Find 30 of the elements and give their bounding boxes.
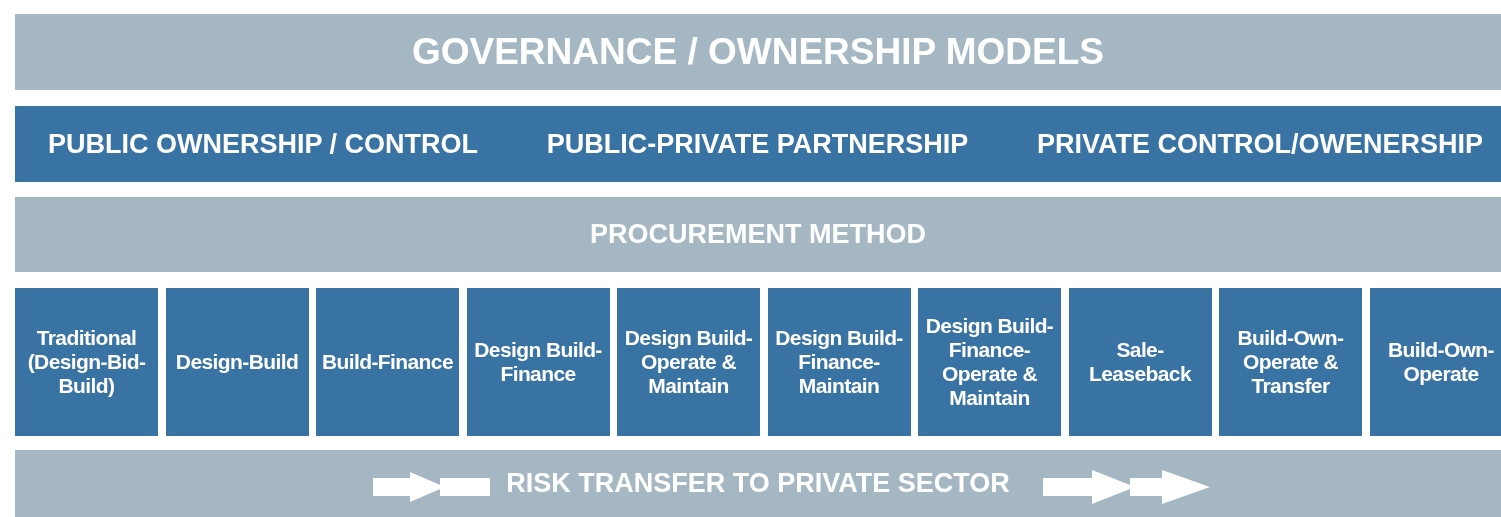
method-label: Design Build-Operate & Maintain — [623, 326, 754, 398]
method-box — [767, 288, 911, 436]
method-label: Build-Finance — [321, 350, 453, 374]
method-box — [165, 288, 309, 436]
method-label: Traditional (Design-Bid-Build) — [26, 326, 147, 398]
band-heading: GOVERNANCE / OWNERSHIP MODELS — [411, 31, 1105, 73]
method-label: Design Build-Finance — [473, 338, 603, 386]
method-label: Design Build-Finance-Operate & Maintain — [924, 314, 1055, 410]
band-heading: PROCUREMENT METHOD — [590, 219, 926, 250]
method-label: Sale-Leaseback — [1088, 338, 1193, 386]
method-box — [15, 288, 158, 436]
method-box — [1369, 288, 1501, 436]
method-box — [617, 288, 760, 436]
method-box — [1219, 288, 1362, 436]
band-heading: RISK TRANSFER TO PRIVATE SECTOR — [506, 468, 1010, 499]
method-box — [466, 288, 610, 436]
header-band — [15, 197, 1501, 272]
method-label: Design Build-Finance-Maintain — [774, 326, 904, 398]
header-band — [15, 14, 1501, 90]
method-box — [316, 288, 459, 436]
method-box — [1068, 288, 1212, 436]
band-heading: PUBLIC-PRIVATE PARTNERSHIP — [546, 128, 969, 160]
method-box — [918, 288, 1061, 436]
method-label: Build-Own-Operate & Transfer — [1236, 326, 1345, 398]
header-band — [15, 106, 1501, 182]
band-heading: PUBLIC OWNERSHIP / CONTROL — [48, 128, 478, 160]
header-band — [15, 450, 1501, 517]
method-label: Design-Build — [175, 350, 299, 374]
band-heading: PRIVATE CONTROL/OWENERSHIP — [1037, 128, 1483, 160]
method-label: Build-Own-Operate — [1387, 338, 1495, 386]
